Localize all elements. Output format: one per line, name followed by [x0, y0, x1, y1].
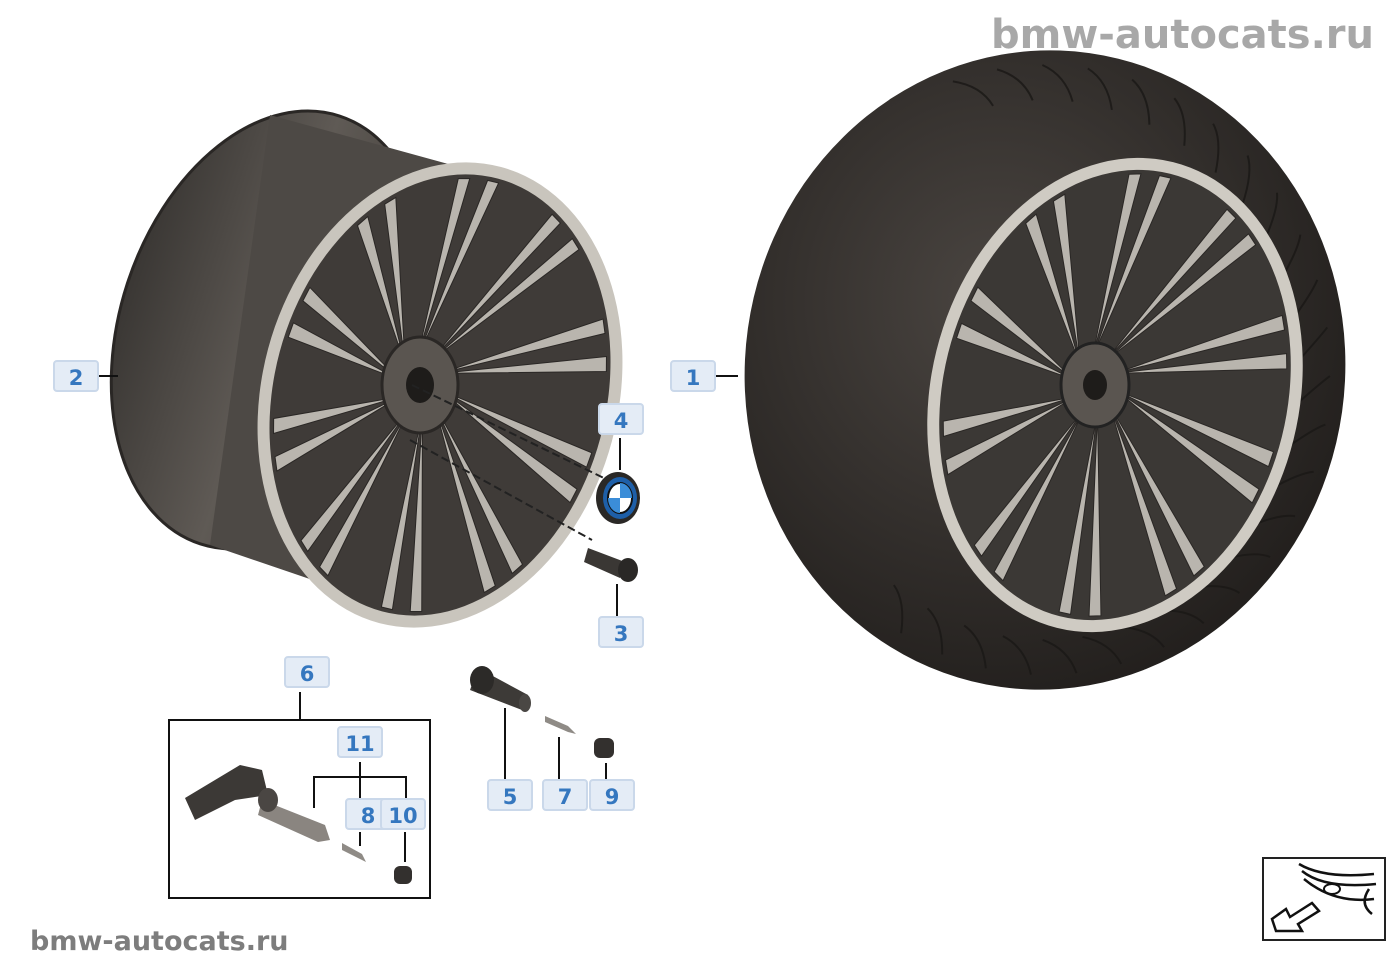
spoke: [1025, 213, 1081, 365]
rubber-valve: [470, 666, 531, 712]
spoke: [430, 237, 580, 362]
spoke: [356, 215, 406, 365]
watermark-top: bmw-autocats.ru: [991, 12, 1374, 58]
tread-groove: [1082, 635, 1123, 665]
spoke: [1116, 390, 1275, 468]
spoke: [300, 409, 410, 553]
spoke: [439, 355, 607, 374]
tread-groove: [1042, 639, 1078, 674]
spoke: [380, 412, 424, 611]
tread-groove: [1087, 67, 1113, 110]
callout-9[interactable]: 9: [589, 779, 635, 811]
spoke: [434, 405, 524, 575]
spoke: [439, 318, 606, 374]
spoke: [970, 286, 1074, 380]
tread-groove: [926, 607, 944, 655]
center-cap-emblem: [596, 472, 640, 524]
tread-groove: [1241, 155, 1251, 205]
tread-groove: [1041, 64, 1074, 102]
tread-groove: [1173, 97, 1186, 146]
callout-10[interactable]: 10: [380, 798, 426, 830]
spoke: [1052, 193, 1081, 365]
spoke: [1105, 208, 1237, 361]
spoke: [1092, 173, 1142, 358]
spoke: [441, 390, 578, 504]
spoke: [1058, 412, 1099, 615]
tread-groove: [893, 584, 904, 634]
spoke: [1116, 390, 1260, 504]
leader-lines: [98, 375, 738, 862]
tread-groove: [963, 624, 987, 669]
spoke: [274, 396, 401, 472]
callout-7[interactable]: 7: [542, 779, 588, 811]
tread-groove: [996, 68, 1034, 101]
tread-groove: [1002, 635, 1032, 675]
callout-5[interactable]: 5: [487, 779, 533, 811]
spoke: [1114, 314, 1286, 374]
callout-3[interactable]: 3: [598, 616, 644, 648]
spoke: [409, 412, 424, 613]
tread-groove: [1131, 78, 1151, 125]
spoke: [384, 196, 406, 365]
spoke: [318, 409, 410, 577]
valve-cap: [594, 738, 614, 758]
spoke: [417, 177, 471, 358]
spoke: [1105, 233, 1257, 362]
rim-wheel: [109, 109, 623, 628]
spoke: [273, 396, 401, 435]
spoke: [942, 396, 1076, 438]
spoke: [430, 213, 562, 361]
spoke: [1092, 175, 1172, 358]
spoke: [944, 396, 1076, 476]
callout-4[interactable]: 4: [598, 403, 644, 435]
spoke: [973, 409, 1085, 558]
spoke: [302, 286, 399, 380]
tpms-sensor: [185, 765, 412, 884]
spoke: [1109, 405, 1205, 577]
tread-groove: [952, 80, 994, 107]
spoke: [441, 390, 593, 468]
spoke: [287, 322, 399, 380]
callout-2[interactable]: 2: [53, 360, 99, 392]
spoke: [434, 405, 496, 594]
watermark-bottom: bmw-autocats.ru: [30, 926, 289, 957]
callout-11[interactable]: 11: [337, 726, 383, 758]
spoke: [955, 322, 1074, 380]
spoke: [1114, 353, 1288, 374]
assembly-lines: [409, 384, 609, 541]
spoke: [417, 179, 500, 358]
wheel-bolt: [584, 548, 638, 582]
callout-6[interactable]: 6: [284, 656, 330, 688]
callout-1[interactable]: 1: [670, 360, 716, 392]
navigation-thumbnail-button[interactable]: [1262, 857, 1386, 941]
spoke: [993, 409, 1085, 582]
tread-groove: [1212, 123, 1220, 173]
spoke: [1109, 405, 1178, 597]
car-front-arrow-icon: [1270, 862, 1377, 933]
valve-core: [545, 716, 576, 734]
spoke: [1088, 412, 1102, 617]
complete-wheel-tire: [744, 50, 1346, 690]
